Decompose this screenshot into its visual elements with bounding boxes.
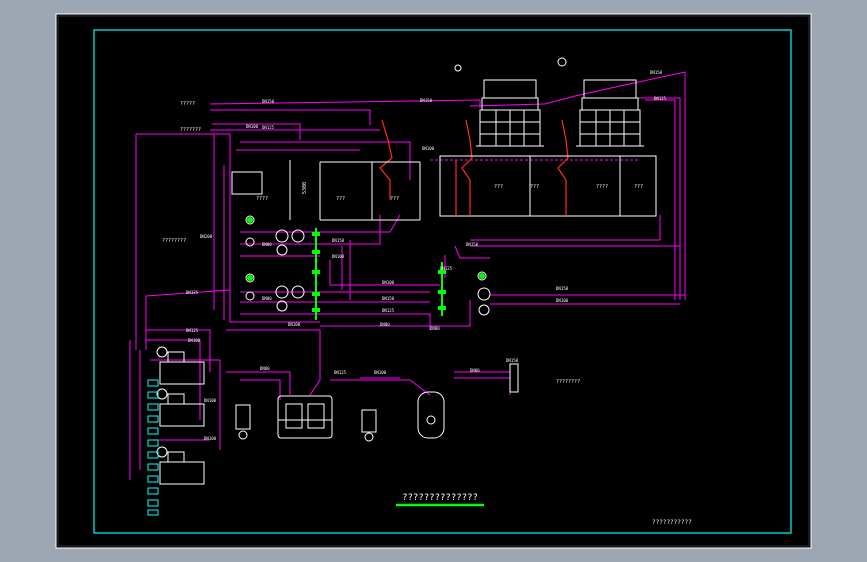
- pipe-size-label: DN100: [422, 146, 435, 151]
- pipe-size-label: DN125: [654, 96, 667, 101]
- pipe-size-label: DN125: [334, 370, 347, 375]
- pipe-size-label: DN125: [440, 266, 453, 271]
- pipe-size-label: DN100: [332, 254, 345, 259]
- cooling-tower-2[interactable]: [576, 79, 644, 147]
- pipe-size-label: DN80: [470, 368, 480, 373]
- chiller-2[interactable]: [156, 388, 205, 427]
- pipe-size-label: DN150: [382, 296, 395, 301]
- text-labels: ????? ??????? ???????? ???????? 5300 ???…: [162, 101, 643, 385]
- pump-group-upper[interactable]: [245, 215, 305, 256]
- pipe-size-label: DN125: [186, 290, 199, 295]
- pump-group-lower[interactable]: [245, 273, 305, 312]
- basin-label-2: ???: [390, 196, 399, 202]
- pump-mid-bottom[interactable]: [361, 409, 377, 442]
- dim-5300: 5300: [302, 182, 308, 194]
- pipe-size-label: DN80: [262, 296, 272, 301]
- drawing-sheet: [55, 13, 812, 549]
- pipe-size-label: DN100: [556, 298, 569, 303]
- box-label: ????: [256, 196, 268, 202]
- pipe-size-label: DN100: [204, 436, 217, 441]
- outlet-label: ????????: [556, 379, 580, 385]
- fan-icon: [454, 64, 462, 72]
- drawing-frame: [93, 29, 792, 534]
- piping-network: [129, 71, 686, 480]
- pipe-size-label: DN80: [380, 322, 390, 327]
- pipe-size-label: DN150: [262, 99, 275, 104]
- pipe-size-label: DN150: [332, 238, 345, 243]
- pipe-size-label: DN150: [650, 70, 663, 75]
- pump-group-right[interactable]: [477, 271, 491, 316]
- pipe-size-label: DN150: [506, 358, 519, 363]
- pipe-size-label: DN100: [204, 398, 217, 403]
- pump-left-bottom[interactable]: [235, 404, 251, 440]
- pipe-size-label: DN125: [382, 308, 395, 313]
- fan-icon: [557, 57, 567, 67]
- pipe-size-label: DN100: [246, 124, 259, 129]
- pipe-size-label: DN150: [420, 98, 433, 103]
- cooling-tower-1[interactable]: [476, 79, 544, 147]
- pipe-size-label: DN100: [382, 280, 395, 285]
- pipe-size-label: DN100: [374, 370, 387, 375]
- tower-label-3: ????: [596, 184, 608, 190]
- sheet-inner-border: [57, 15, 810, 547]
- manifold-valves: [247, 217, 485, 312]
- softener-unit[interactable]: [277, 395, 333, 439]
- pipe-size-tags: DN150 DN125 DN150 DN100 DN150 DN125 DN10…: [186, 70, 667, 441]
- red-risers: [379, 119, 569, 215]
- pipe-size-label: DN100: [188, 338, 201, 343]
- drawing-title: ??????????????: [402, 493, 478, 503]
- tower-label-2: ???: [530, 184, 539, 190]
- pipe-size-label: DN150: [466, 242, 479, 247]
- pipe-size-label: DN125: [186, 328, 199, 333]
- pipe-size-label: DN125: [262, 125, 275, 130]
- distributor[interactable]: [509, 363, 519, 393]
- pipe-size-label: DN150: [556, 286, 569, 291]
- basin-label-1: ???: [336, 196, 345, 202]
- tower-label-4: ???: [634, 184, 643, 190]
- note-2: ???????: [180, 127, 201, 133]
- chiller-1[interactable]: [156, 346, 205, 385]
- tower-label-1: ???: [494, 184, 503, 190]
- pipe-size-label: DN80: [262, 242, 272, 247]
- equipment-outlines: [156, 57, 657, 485]
- inlet-label: ????????: [162, 238, 186, 244]
- pressure-tank[interactable]: [417, 391, 445, 439]
- note-1: ?????: [180, 101, 195, 107]
- pipe-size-label: DN200: [200, 234, 213, 239]
- pipe-size-label: DN100: [288, 322, 301, 327]
- pipe-size-label: DN80: [430, 326, 440, 331]
- title-stamp: ???????????: [652, 519, 692, 526]
- tower-basin: [439, 155, 657, 217]
- pipe-size-label: DN80: [260, 366, 270, 371]
- control-box: [231, 171, 263, 195]
- chiller-valves: [147, 379, 159, 516]
